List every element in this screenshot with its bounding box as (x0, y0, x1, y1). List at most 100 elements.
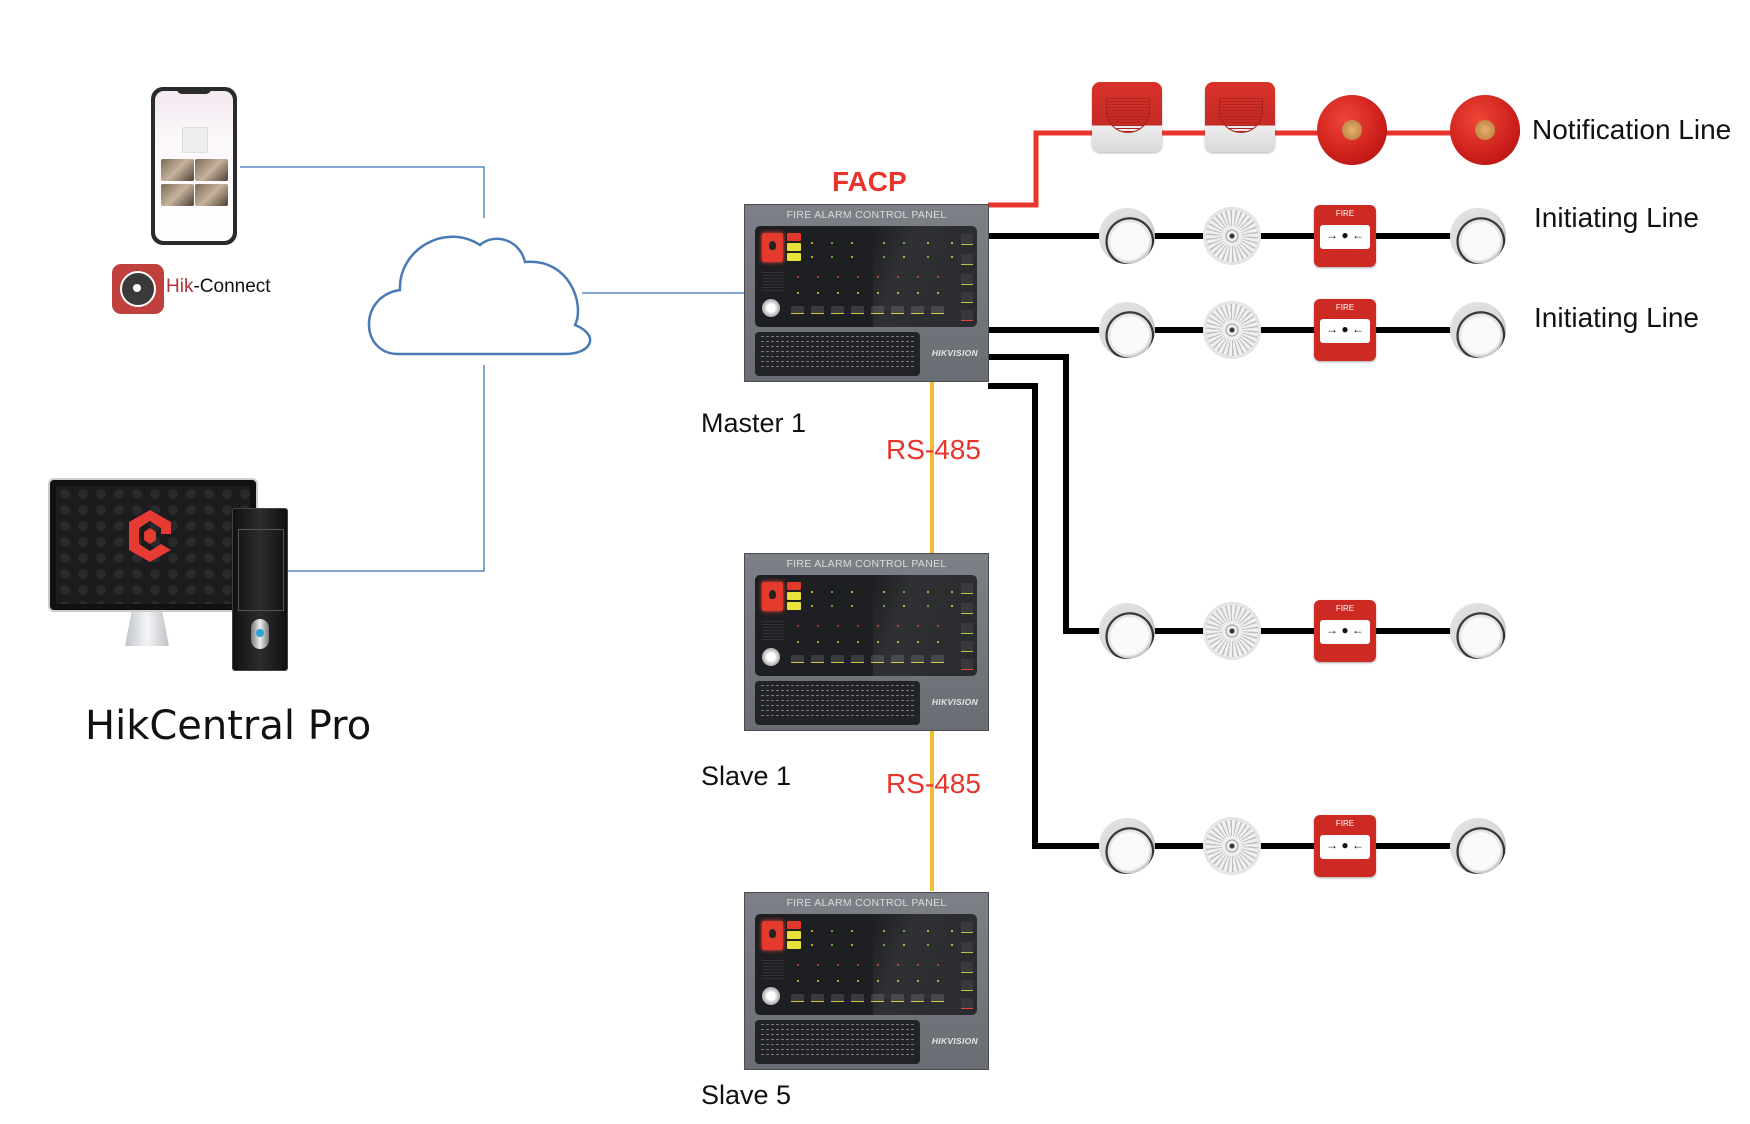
zone-button[interactable] (851, 655, 864, 663)
speaker-grille (762, 959, 784, 979)
fire-alarm-button[interactable] (787, 582, 801, 590)
zone-button[interactable] (911, 306, 924, 314)
zone-fault-led (937, 292, 939, 294)
disable-button[interactable] (787, 253, 801, 261)
status-led (883, 591, 885, 593)
status-led (811, 242, 813, 244)
key-lock-icon[interactable] (762, 299, 780, 317)
notification-line-label: Notification Line (1532, 114, 1732, 145)
key-lock-icon[interactable] (762, 987, 780, 1005)
panel-face (755, 226, 977, 327)
status-led (951, 256, 953, 258)
brand-logo: HIKVISION (931, 697, 978, 707)
control-button[interactable] (961, 292, 973, 303)
zone-button[interactable] (911, 994, 924, 1002)
control-button[interactable] (961, 274, 973, 285)
zone-fire-led (857, 625, 859, 627)
control-button[interactable] (961, 942, 973, 953)
control-button[interactable] (961, 623, 973, 634)
zone-button[interactable] (811, 994, 824, 1002)
zone-button[interactable] (811, 655, 824, 663)
zone-button[interactable] (831, 655, 844, 663)
control-button[interactable] (961, 998, 973, 1009)
slave-1-label: Slave 1 (701, 761, 792, 791)
zone-fire-led (937, 625, 939, 627)
status-led (851, 256, 853, 258)
zone-fire-led (917, 276, 919, 278)
status-led (903, 944, 905, 946)
zone-fault-led (817, 980, 819, 982)
zone-button[interactable] (871, 994, 884, 1002)
control-button[interactable] (961, 234, 973, 245)
zone-button[interactable] (891, 655, 904, 663)
mcp-label: FIRE (1335, 819, 1355, 828)
zone-button[interactable] (791, 655, 804, 663)
fire-alarm-button[interactable] (787, 921, 801, 929)
disable-button[interactable] (787, 941, 801, 949)
control-button[interactable] (961, 980, 973, 991)
status-led (831, 242, 833, 244)
control-button[interactable] (961, 962, 973, 973)
zone-button[interactable] (871, 306, 884, 314)
control-button[interactable] (961, 583, 973, 594)
smoke-detector-icon (1450, 818, 1506, 874)
zone-fault-led (897, 292, 899, 294)
control-button[interactable] (961, 641, 973, 652)
monitor-screen (56, 486, 250, 604)
zone-fire-led (797, 964, 799, 966)
smartphone (151, 87, 237, 245)
mcp-label: FIRE (1335, 604, 1355, 613)
key-lock-icon[interactable] (762, 648, 780, 666)
master-1-label: Master 1 (701, 408, 807, 438)
status-led (831, 256, 833, 258)
alarm-bell-icon (1450, 95, 1520, 165)
zone-button[interactable] (811, 306, 824, 314)
control-button[interactable] (961, 659, 973, 670)
alarm-indicator-icon (762, 582, 783, 611)
panel-gloss (873, 226, 977, 327)
zone-button[interactable] (831, 994, 844, 1002)
zone-button[interactable] (831, 306, 844, 314)
zone-button[interactable] (791, 306, 804, 314)
fire-alarm-button[interactable] (787, 233, 801, 241)
status-led (851, 242, 853, 244)
zone-button[interactable] (791, 994, 804, 1002)
zone-fault-led (837, 980, 839, 982)
zone-button[interactable] (931, 994, 944, 1002)
hik-connect-label: Hik-Connect (166, 276, 271, 298)
fault-button[interactable] (787, 243, 801, 251)
zone-button[interactable] (891, 306, 904, 314)
zone-button[interactable] (911, 655, 924, 663)
mcp-glass: → ● ← (1320, 620, 1370, 644)
fault-button[interactable] (787, 931, 801, 939)
zone-button[interactable] (851, 306, 864, 314)
status-led (811, 930, 813, 932)
control-button[interactable] (961, 254, 973, 265)
zone-button[interactable] (931, 655, 944, 663)
zone-fire-led (937, 276, 939, 278)
mcp-glass: → ● ← (1320, 835, 1370, 859)
status-led (883, 605, 885, 607)
panel-title: FIRE ALARM CONTROL PANEL (786, 897, 947, 909)
zone-fire-led (837, 964, 839, 966)
status-led (927, 944, 929, 946)
zone-fire-led (857, 964, 859, 966)
zone-button[interactable] (871, 655, 884, 663)
zone-button[interactable] (931, 306, 944, 314)
pc-cloud-link (288, 365, 485, 572)
fault-button[interactable] (787, 592, 801, 600)
disable-button[interactable] (787, 602, 801, 610)
control-button[interactable] (961, 922, 973, 933)
panel-title: FIRE ALARM CONTROL PANEL (786, 209, 947, 221)
mcp-label: FIRE (1335, 209, 1355, 218)
zone-button[interactable] (891, 994, 904, 1002)
control-button[interactable] (961, 310, 973, 321)
initiating-line-1-label: Initiating Line (1534, 202, 1700, 233)
zone-fault-led (797, 980, 799, 982)
control-button[interactable] (961, 603, 973, 614)
mcp-glass: → ● ← (1320, 319, 1370, 343)
zone-button[interactable] (851, 994, 864, 1002)
